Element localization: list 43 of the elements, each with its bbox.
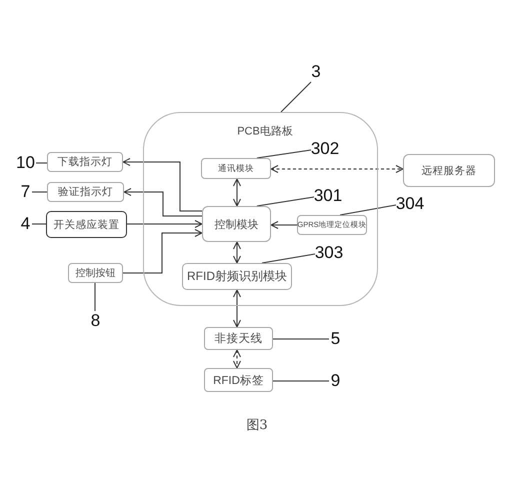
arrow — [270, 221, 298, 229]
callout-number: 4 — [19, 214, 32, 234]
callout-number: 8 — [89, 311, 102, 331]
leader-line — [256, 196, 314, 206]
callout-number: 302 — [311, 139, 339, 159]
callout-number: 303 — [315, 243, 343, 263]
module-box: 控制模块 — [202, 206, 271, 242]
callout-number: 301 — [314, 186, 342, 206]
tag-box: RFID标签 — [204, 368, 273, 392]
callout-number: 5 — [329, 329, 342, 349]
leader-line — [256, 150, 312, 158]
leader-line — [340, 204, 396, 216]
double-arrow — [233, 178, 241, 206]
arrow — [122, 229, 202, 274]
antenna-box: 非接天线 — [204, 327, 273, 350]
double-arrow — [233, 290, 241, 328]
callout-number: 9 — [329, 371, 342, 391]
button-box: 控制按钮 — [68, 263, 123, 283]
board-panel — [143, 112, 378, 306]
server-box: 远程服务器 — [403, 154, 495, 187]
indicator-box: 验证指示灯 — [47, 182, 124, 202]
double-arrow — [233, 242, 241, 264]
callout-number: 304 — [396, 194, 424, 214]
leader-line — [272, 380, 330, 382]
arrow — [126, 220, 202, 228]
leader-line — [272, 338, 330, 340]
double-arrow — [270, 165, 404, 173]
panel-title: PCB电路板 — [237, 125, 293, 139]
indicator-box: 下载指示灯 — [47, 152, 123, 172]
module-box: 通讯模块 — [201, 158, 271, 179]
callout-number: 7 — [19, 182, 32, 202]
callout-number: 10 — [15, 153, 36, 173]
callout-number: 3 — [309, 62, 323, 82]
sensor-box: 开关感应装置 — [46, 211, 127, 238]
module-box: RFID射频识别模块 — [182, 263, 292, 290]
arrow — [122, 158, 202, 212]
arrow — [124, 188, 202, 216]
leader-line — [280, 82, 312, 112]
leader-line — [36, 162, 48, 164]
double-arrow — [233, 350, 241, 368]
figure-caption: 图3 — [246, 417, 268, 434]
leader-line — [94, 282, 96, 312]
leader-line — [262, 254, 316, 264]
